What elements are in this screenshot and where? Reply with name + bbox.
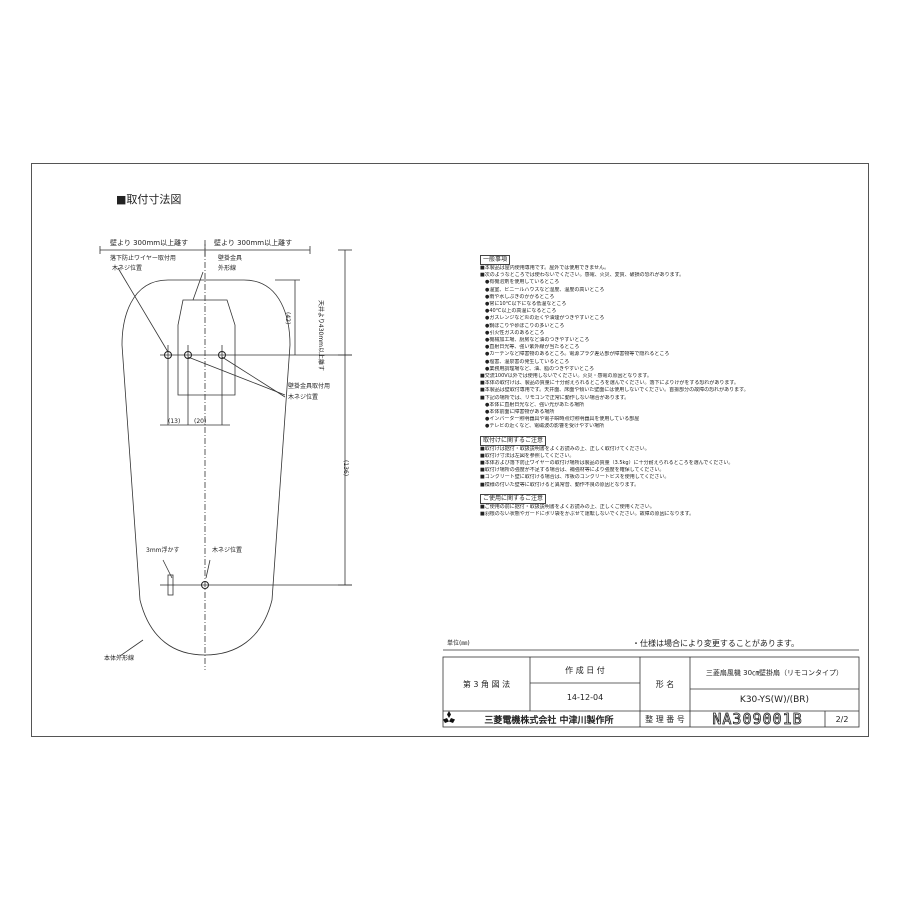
general-note-line: ●直射日光等、強い紫外線が当たるところ bbox=[480, 344, 580, 351]
install-note-line: ■本体および落下防止ワイヤーの取付け場所は製品の質量（3.5kg）に十分耐えられ… bbox=[480, 460, 734, 467]
wire-mount-label-2: 木ネジ位置 bbox=[112, 265, 143, 272]
general-note-line: ●テレビの近くなど、電磁波の影響を受けやすい場所 bbox=[480, 423, 605, 430]
created-date: 14-12-04 bbox=[566, 692, 604, 702]
general-note-line: ●機械加工場、厨房など油のつきやすいところ bbox=[480, 337, 590, 344]
general-note-line: ●カーテンなど障害物のあるところ。電源プラグ差込部が障害物等で隠れるところ bbox=[480, 351, 670, 358]
install-notes-list: ■取付けは据付・取扱説明書をよくお読みの上、正しく取付けてください。■取付け寸法… bbox=[480, 446, 840, 489]
usage-note-line: ■ご使用の前に据付・取扱説明書をよくお読みの上、正しくご使用ください。 bbox=[480, 503, 655, 510]
usage-note-line: ■羽根のない状態やガードにポリ袋をかぶせて運転しないでください。故障の原因になり… bbox=[480, 511, 695, 518]
bracket-outline-label-2: 外形線 bbox=[218, 265, 237, 272]
general-note-line: ■次のようなところでは使わないでください。感電、火災、変質、破損の恐れがあります… bbox=[480, 272, 685, 279]
company-name-text: 三菱電機株式会社 中津川製作所 bbox=[484, 715, 614, 726]
model-number: K30-YS(W)/(BR) bbox=[739, 695, 810, 705]
mitsubishi-logo-icon bbox=[443, 711, 481, 725]
general-notes-heading: 一般事項 bbox=[480, 255, 511, 265]
unit-label: 単位(㎜) bbox=[447, 640, 470, 647]
general-note-line: ■本体の取付けは、製品の質量に十分耐えられるところを選んでください。落下によりけ… bbox=[480, 380, 739, 387]
wire-screw-hole bbox=[164, 351, 172, 359]
install-note-line: ■取付けは据付・取扱説明書をよくお読みの上、正しく取付けてください。 bbox=[480, 445, 650, 452]
reference-label: 整 理 番 号 bbox=[645, 714, 685, 724]
float-label: 3mm浮かす bbox=[146, 547, 180, 554]
projection-method: 第 3 角 図 法 bbox=[462, 679, 511, 689]
general-note-line: ●本体に直射日光など、強い光があたる場所 bbox=[480, 401, 585, 408]
install-notes-heading: 取付けに関するご注意 bbox=[480, 435, 547, 446]
general-notes-list: ■本製品は屋内使用専用です。屋外では使用できません。■次のようなところでは使わな… bbox=[480, 265, 840, 431]
install-note-line: ■取付け寸法は左図を参照してください。 bbox=[480, 452, 575, 459]
section-title: ■取付寸法図 bbox=[116, 193, 182, 206]
wire-mount-label-1: 落下防止ワイヤー取付用 bbox=[110, 255, 176, 262]
general-note-line: ●鋼ぼこりや砂ぼこりの多いところ bbox=[480, 322, 565, 329]
general-note-line: ■下記の場所では、リモコンで正常に動作しない場合があります。 bbox=[480, 394, 630, 401]
product-name: 三菱扇風機 30㎝壁掛扇（リモコンタイプ） bbox=[705, 669, 844, 677]
model-label: 形 名 bbox=[655, 679, 675, 689]
created-date-label: 作 成 日 付 bbox=[565, 665, 605, 675]
general-note-line: ●ガスレンジなど炎の近くや油煙がつきやすいところ bbox=[480, 315, 605, 322]
general-note-line: ■本製品は屋内使用専用です。屋外では使用できません。 bbox=[480, 265, 610, 271]
bracket-screw-hole-left bbox=[184, 351, 192, 359]
general-note-line: ●常に10℃以下になる低温なところ bbox=[480, 301, 567, 308]
drawing-sheet-border bbox=[31, 163, 869, 737]
spec-notice: ・仕様は場合により変更することがあります。 bbox=[632, 639, 800, 648]
dimension-136: (136) bbox=[342, 460, 349, 477]
page-number: 2/2 bbox=[835, 714, 849, 724]
general-note-line: ●雨や水しぶきのかかるところ bbox=[480, 293, 555, 300]
bracket-outline bbox=[177, 299, 236, 396]
notes-panel: 一般事項 ■本製品は屋内使用専用です。屋外では使用できません。■次のようなところ… bbox=[480, 250, 840, 518]
dimension-42: (42) bbox=[284, 312, 291, 325]
general-note-line: ●引火性ガスのあるところ bbox=[480, 329, 545, 336]
bracket-screw-label-1: 壁掛金具取付用 bbox=[288, 383, 331, 390]
bracket-outline-label-1: 壁掛金具 bbox=[218, 255, 243, 262]
install-note-line: ■模様の付いた壁等に取付けると異常音、動作不良の原因となります。 bbox=[480, 481, 640, 488]
lower-screw-hole bbox=[201, 581, 209, 589]
general-note-line: ●40℃以上の高温になるところ bbox=[480, 308, 557, 315]
general-note-line: ●本体前面に障害物がある場所 bbox=[480, 409, 555, 416]
install-note-line: ■コンクリート壁に取付ける場合は、市販のコンクリートビスを使用してください。 bbox=[480, 474, 670, 481]
body-outline-label: 本体外形線 bbox=[104, 655, 135, 662]
general-note-line: ●塩害、温泉害の発生しているところ bbox=[480, 358, 570, 365]
reference-number: NA309001B bbox=[712, 710, 803, 729]
usage-notes-heading: ご使用に関するご注意 bbox=[480, 493, 547, 504]
general-note-line: ●温室、ビニールハウスなど湿度、温度の高いところ bbox=[480, 286, 605, 293]
ceiling-clearance: 天井より430mm以上離す bbox=[317, 300, 324, 372]
dimension-13: (13) bbox=[168, 418, 181, 425]
general-note-line: ●インバーター照明器具や電子瞬時点灯照明器具を使用している部屋 bbox=[480, 416, 640, 423]
body-outline bbox=[121, 279, 291, 656]
general-note-line: ■交流100V以外では使用しないでください。火災・感電の原因となります。 bbox=[480, 373, 652, 380]
install-note-line: ■取付け場所の強度が不足する場合は、補強材等により強度を確保してください。 bbox=[480, 467, 665, 474]
general-note-line: ●業務用調理場など、油、脂のつきやすいところ bbox=[480, 365, 595, 372]
general-note-line: ■本製品は壁取付専用です。天井面、床面や傾いた壁面には使用しないでください。首振… bbox=[480, 387, 749, 394]
wall-clearance-left: 壁より 300mm以上離す bbox=[110, 239, 189, 247]
wall-clearance-right: 壁より 300mm以上離す bbox=[214, 239, 293, 247]
usage-notes-list: ■ご使用の前に据付・取扱説明書をよくお読みの上、正しくご使用ください。■羽根のな… bbox=[480, 504, 840, 518]
bracket-screw-hole-right bbox=[218, 351, 226, 359]
company-name: 三菱電機株式会社 中津川製作所 bbox=[443, 711, 640, 727]
general-note-line: ●有機溶剤を使用しているところ bbox=[480, 279, 560, 286]
lower-screw-label: 木ネジ位置 bbox=[212, 547, 243, 554]
dimension-20: (20) bbox=[194, 418, 207, 425]
bracket-screw-label-2: 木ネジ位置 bbox=[288, 394, 319, 401]
